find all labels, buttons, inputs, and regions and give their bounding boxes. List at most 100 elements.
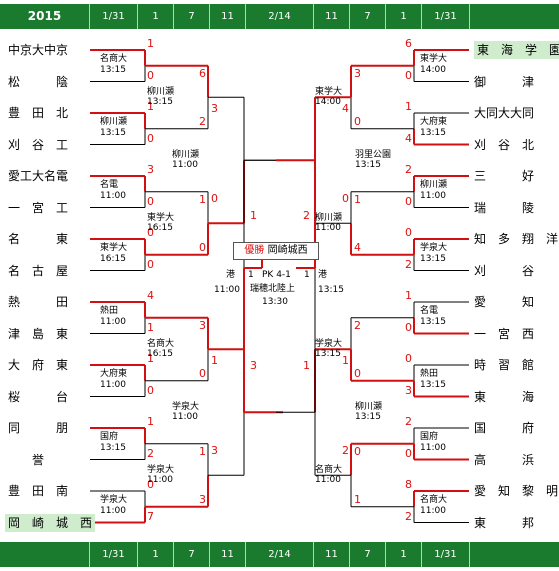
time-label: 11:00 bbox=[315, 475, 341, 486]
time-label: 11:00 bbox=[420, 505, 446, 516]
score-value: 0 bbox=[354, 114, 361, 128]
date-cell: 11 bbox=[314, 4, 350, 29]
team-name: 東 海 bbox=[474, 389, 535, 404]
score-value: 0 bbox=[405, 352, 412, 365]
score-value: 1 bbox=[147, 415, 154, 428]
team-name: 一 宮 工 bbox=[8, 200, 69, 215]
venue-label: 名商大 bbox=[100, 53, 128, 64]
venue-label: 柳川瀬 bbox=[147, 87, 175, 98]
date-cell: 1 bbox=[386, 542, 422, 567]
date-cell: 7 bbox=[350, 4, 386, 29]
venue-label: 国府 bbox=[100, 431, 119, 442]
score-value: 0 bbox=[405, 226, 412, 239]
score-value: 1 bbox=[354, 192, 361, 206]
score-value: 2 bbox=[303, 209, 310, 222]
time-label: 13:15 bbox=[147, 97, 173, 108]
score-value: 3 bbox=[211, 444, 218, 458]
score-value: 0 bbox=[147, 226, 154, 239]
pk-label: PK 4-1 bbox=[262, 270, 291, 280]
venue-label: 大府東 bbox=[420, 116, 448, 127]
score-value: 1 bbox=[342, 354, 349, 368]
date-cell: 7 bbox=[174, 4, 210, 29]
team-name: 津 島 東 bbox=[8, 326, 69, 341]
time-label: 16:15 bbox=[147, 349, 173, 360]
score-value: 4 bbox=[354, 240, 361, 254]
team-name: 刈 谷 bbox=[474, 263, 535, 278]
venue-label: 学泉大 bbox=[147, 465, 175, 476]
score-value: 3 bbox=[405, 383, 412, 397]
venue-label: 港 bbox=[318, 270, 328, 280]
date-cell: 7 bbox=[174, 542, 210, 567]
venue-label: 東学大 bbox=[147, 213, 175, 224]
date-cell: 2/14 bbox=[246, 542, 314, 567]
year-label: 2015 bbox=[0, 4, 90, 29]
score-value: 0 bbox=[405, 68, 412, 82]
score-value: 8 bbox=[405, 478, 412, 491]
time-label: 11:00 bbox=[420, 442, 446, 453]
score-value: 7 bbox=[147, 509, 154, 523]
time-label: 13:15 bbox=[318, 285, 344, 295]
team-name: 国 府 bbox=[474, 421, 535, 435]
date-cell: 11 bbox=[314, 542, 350, 567]
time-label: 13:15 bbox=[100, 127, 126, 138]
time-label: 11:00 bbox=[147, 475, 173, 486]
footer-bar: 1/31 1 7 11 2/14 11 7 1 1/31 bbox=[0, 542, 559, 567]
date-cell: 1/31 bbox=[422, 542, 470, 567]
score-value: 6 bbox=[199, 66, 206, 80]
header-bar: 2015 1/31 1 7 11 2/14 11 7 1 1/31 bbox=[0, 4, 559, 29]
team-name: 名 東 bbox=[8, 232, 69, 246]
final-venue: 瑞穂北陸上 bbox=[250, 284, 296, 294]
score-value: 0 bbox=[147, 478, 154, 491]
score-value: 1 bbox=[354, 492, 361, 506]
score-value: 0 bbox=[405, 194, 412, 208]
score-value: 2 bbox=[342, 444, 349, 458]
team-name: 岡 崎 城 西 bbox=[5, 513, 96, 532]
final-time: 13:30 bbox=[262, 297, 288, 307]
score-value: 6 bbox=[405, 37, 412, 50]
score-value: 0 bbox=[199, 240, 206, 254]
score-value: 3 bbox=[199, 318, 206, 332]
time-label: 13:15 bbox=[315, 349, 341, 360]
score-value: 2 bbox=[405, 509, 412, 523]
date-cell: 2/14 bbox=[246, 4, 314, 29]
time-label: 13:15 bbox=[100, 64, 126, 75]
score-value: 4 bbox=[147, 289, 154, 302]
score-value: 1 bbox=[405, 289, 412, 302]
date-cell: 1 bbox=[138, 542, 174, 567]
team-name: 中京大中京 bbox=[8, 43, 69, 57]
team-name: 愛 知 黎 明 bbox=[474, 484, 559, 498]
score-value: 0 bbox=[147, 194, 154, 208]
team-name: 一 宮 西 bbox=[474, 326, 535, 341]
venue-label: 名電 bbox=[420, 305, 439, 316]
venue-label: 名商大 bbox=[420, 494, 448, 505]
champion-prefix: 優勝 bbox=[244, 245, 265, 256]
venue-label: 大府東 bbox=[100, 368, 128, 379]
team-name: 瑞 陵 bbox=[474, 200, 535, 215]
venue-label: 学泉大 bbox=[420, 242, 448, 253]
score-value: 2 bbox=[354, 318, 361, 332]
score-value: 1 bbox=[199, 192, 206, 206]
team-name: 松 陰 bbox=[8, 74, 69, 89]
venue-label: 東学大 bbox=[315, 87, 343, 98]
team-name: 大 府 東 bbox=[8, 358, 69, 372]
time-label: 11:00 bbox=[214, 285, 240, 295]
footer-blank bbox=[0, 542, 90, 567]
score-value: 0 bbox=[147, 131, 154, 145]
time-label: 11:00 bbox=[420, 190, 446, 201]
champion-box: 優勝 岡崎城西 bbox=[233, 242, 319, 260]
time-label: 13:15 bbox=[420, 127, 446, 138]
time-label: 14:00 bbox=[420, 64, 446, 75]
score-value: 3 bbox=[211, 102, 218, 116]
venue-label: 柳川瀬 bbox=[420, 179, 448, 190]
score-value: 1 bbox=[250, 209, 257, 222]
date-cell: 7 bbox=[350, 542, 386, 567]
score-value: 2 bbox=[405, 415, 412, 428]
venue-label: 学泉大 bbox=[172, 402, 200, 413]
time-label: 16:15 bbox=[147, 223, 173, 234]
score-value: 3 bbox=[250, 359, 257, 372]
score-value: 0 bbox=[147, 257, 154, 271]
team-name: 同 朋 bbox=[8, 421, 69, 435]
score-value: 1 bbox=[147, 37, 154, 50]
venue-label: 柳川瀬 bbox=[315, 213, 343, 224]
